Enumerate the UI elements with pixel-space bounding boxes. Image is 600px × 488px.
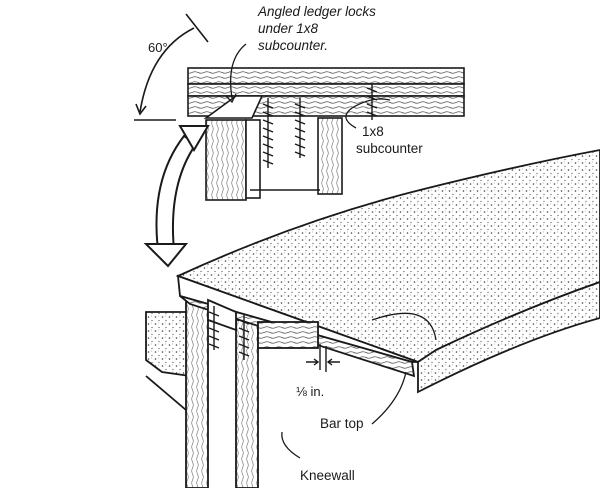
subcounter-label-line1: 1x8 <box>362 124 384 139</box>
lower-blocking <box>257 321 319 349</box>
subcounter-label-line2: subcounter <box>356 141 423 156</box>
lower-assembly <box>145 149 600 488</box>
kneewall-label: Kneewall <box>300 468 355 483</box>
leader-subcounter-upper <box>345 98 391 129</box>
swing-arrow <box>143 125 210 268</box>
upper-subcounter-mid <box>187 83 465 97</box>
leader-bar-top <box>371 371 407 425</box>
gap-label: ⅛ in. <box>296 384 324 399</box>
angle-ray <box>185 13 209 43</box>
angle-arrowhead <box>135 103 147 116</box>
upper-detail <box>187 67 465 201</box>
angle-label: 60° <box>148 40 168 55</box>
upper-stud-side <box>245 119 261 199</box>
swing-arrow-head-bottom <box>143 243 189 268</box>
leader-angled-ledger-arrow <box>225 93 237 104</box>
upper-stud-right <box>317 117 343 195</box>
gap-marker <box>306 344 340 372</box>
leader-angled-ledger <box>229 43 247 99</box>
kneewall-face <box>145 311 191 378</box>
upper-angled-ledger <box>203 95 264 119</box>
angle-indicator <box>134 13 209 121</box>
kneewall-edge <box>145 375 187 411</box>
leader-lines <box>225 43 437 459</box>
ledger-label-line1: Angled ledger locks <box>257 4 376 19</box>
swing-arrow-body <box>155 134 198 251</box>
leader-kneewall <box>281 431 301 459</box>
bar-top-label: Bar top <box>320 416 364 431</box>
upper-screws <box>262 84 378 168</box>
upper-stud <box>205 119 247 201</box>
angle-arc <box>139 27 195 113</box>
swing-arrow-head-top <box>178 125 210 152</box>
upper-subcounter-top <box>187 67 465 85</box>
leader-subcounter-lower <box>371 312 437 341</box>
kneewall-post-left <box>185 289 209 488</box>
ledger-label-line2: under 1x8 <box>258 21 319 36</box>
kneewall-post-right <box>235 319 259 488</box>
ledger-label-line3: subcounter. <box>258 38 328 53</box>
bar-top-edge <box>417 281 600 394</box>
lower-screws <box>208 306 250 360</box>
